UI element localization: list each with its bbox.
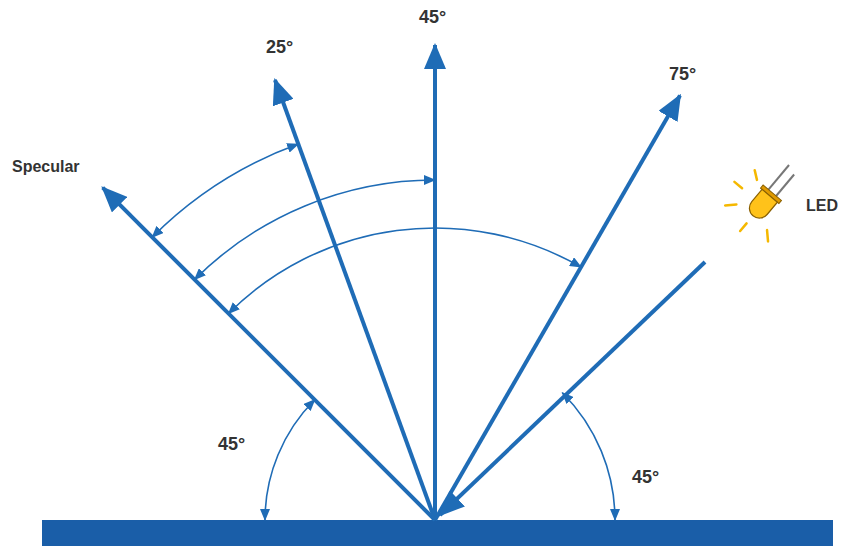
angle-arc: [562, 393, 615, 520]
ray-75: [435, 96, 680, 520]
led-icon: [713, 145, 815, 249]
angle-label: 75°: [669, 65, 696, 85]
specular-label: Specular: [12, 158, 80, 176]
incident-ray: [440, 262, 705, 515]
specular-ray: [103, 188, 435, 520]
ray-25: [275, 80, 435, 520]
sample-surface: [42, 520, 833, 546]
angle-arc: [229, 228, 582, 314]
led-label: LED: [806, 197, 838, 215]
angle-label: 45°: [632, 468, 659, 488]
angle-arc: [152, 144, 298, 237]
angle-label: 45°: [419, 8, 446, 28]
ray-45: [433, 45, 437, 520]
angle-label: 45°: [218, 435, 245, 455]
angle-arc: [265, 400, 315, 520]
angle-label: 25°: [266, 38, 293, 58]
